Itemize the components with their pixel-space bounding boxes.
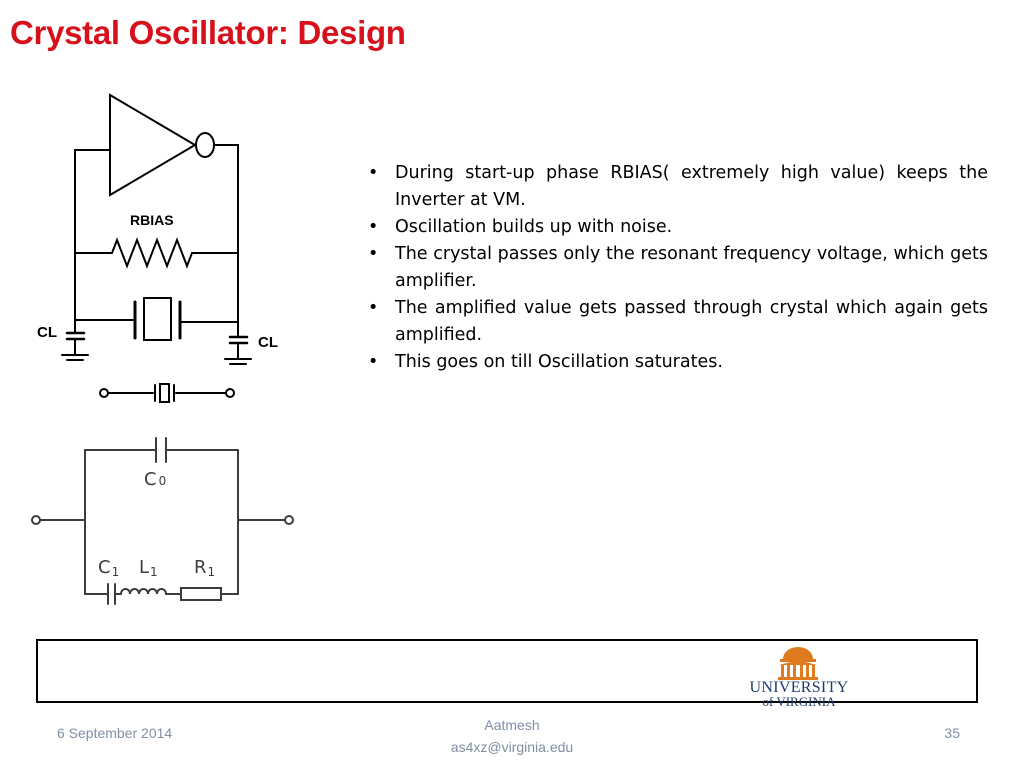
cl-right-label: CL [258,334,278,351]
inverter-output-wire [214,144,239,338]
rbias-label: RBIAS [130,212,174,228]
inverter-input-wire [74,149,111,334]
footer-page-number: 35 [944,725,960,741]
university-logo: UNIVERSITY of VIRGINIA [746,645,850,709]
cl-left-label: CL [37,324,57,341]
bullet-list: During start-up phase RBIAS( extremely h… [368,160,988,376]
bullet-item: Oscillation builds up with noise. [368,214,988,241]
inverter-symbol [109,93,215,197]
rotunda-icon [778,647,818,680]
r1-label: R1 [194,557,215,579]
bullet-item: During start-up phase RBIAS( extremely h… [368,160,988,214]
l1-label: L1 [139,557,158,579]
footer-author: Aatmesh as4xz@virginia.edu [412,714,612,758]
cl-left-capacitor [61,331,89,361]
bullet-item: The amplified value gets passed through … [368,295,988,349]
slide-title: Crystal Oscillator: Design [10,14,406,51]
c1-label: C1 [98,557,119,579]
rbias-resistor [74,237,239,269]
footer-author-email: as4xz@virginia.edu [450,739,574,755]
crystal-symbol-small [99,383,235,403]
bullet-item: This goes on till Oscillation saturates. [368,349,988,376]
logo-text-university: UNIVERSITY [749,679,849,696]
logo-text-virginia: of VIRGINIA [762,694,836,709]
footer-date: 6 September 2014 [57,725,173,741]
bullet-item: The crystal passes only the resonant fre… [368,241,988,295]
crystal-equivalent-circuit [31,437,294,605]
cl-right-capacitor [224,335,252,365]
crystal-symbol [74,297,239,341]
footer-banner-box [36,639,978,703]
footer-author-name: Aatmesh [484,717,540,733]
